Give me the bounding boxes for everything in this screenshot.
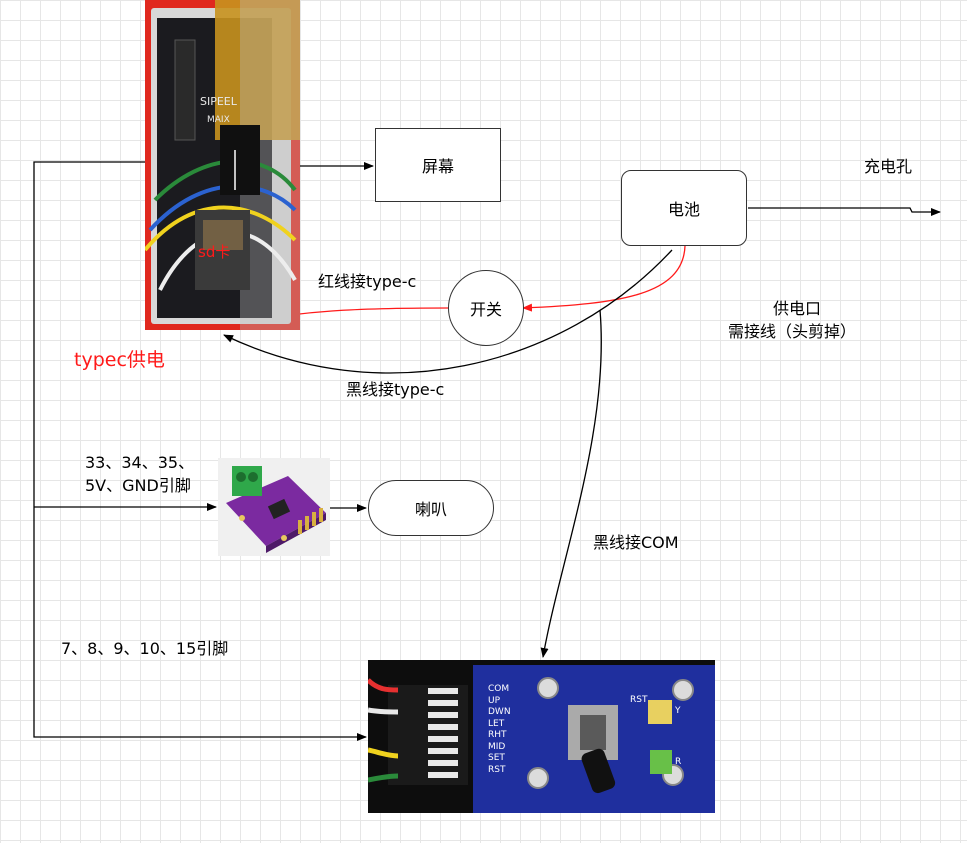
board-brand-text: SIPEEL bbox=[200, 95, 238, 108]
wire-battery-to-switch-red bbox=[522, 245, 686, 312]
speaker-node: 喇叭 bbox=[368, 480, 494, 536]
wire-battery-to-board-black bbox=[223, 249, 673, 374]
battery-node: 电池 bbox=[621, 170, 747, 246]
joystick-pin-label: MID bbox=[488, 741, 506, 752]
joystick-pin-label: UP bbox=[488, 695, 501, 706]
joystick-pin-label: RST bbox=[488, 764, 506, 775]
sd-card-label: sd卡 bbox=[198, 243, 231, 261]
typec-power-label: typec供电 bbox=[74, 349, 165, 371]
charge-port-label: 充电孔 bbox=[864, 157, 913, 176]
red-wire-label: 红线接type-c bbox=[318, 272, 417, 291]
maix-board-photo: SIPEEL MAIX sd卡 bbox=[145, 0, 300, 330]
black-wire-com-label: 黑线接COM bbox=[593, 533, 679, 552]
joystick-pin-label: RHT bbox=[488, 730, 507, 740]
switch-node: 开关 bbox=[448, 270, 524, 346]
wire-battery-to-joystick-com bbox=[540, 309, 602, 658]
black-wire-typec-label: 黑线接type-c bbox=[346, 380, 445, 399]
joystick-led1-label: Y bbox=[675, 706, 681, 716]
power-port-label: 供电口 bbox=[773, 299, 822, 318]
joystick-led2-label: R bbox=[675, 757, 682, 767]
power-port-note-label: 需接线（头剪掉） bbox=[728, 322, 857, 341]
wire-left-bus bbox=[33, 161, 367, 741]
joystick-rst-label: RST bbox=[630, 695, 648, 705]
joystick-pin-label: DWN bbox=[488, 707, 511, 717]
amp-pins-label: 33、34、35、 bbox=[85, 453, 195, 472]
joystick-pin-label: LET bbox=[488, 718, 505, 729]
amp-pins-label-2: 5V、GND引脚 bbox=[85, 476, 191, 495]
joystick-pins-label: 7、8、9、10、15引脚 bbox=[61, 639, 229, 658]
amplifier-module-photo bbox=[218, 458, 330, 556]
wire-battery-to-charge-port bbox=[748, 207, 941, 216]
board-model-text: MAIX bbox=[207, 115, 230, 125]
joystick-pin-label: COM bbox=[488, 684, 510, 694]
screen-node: 屏幕 bbox=[375, 128, 501, 202]
joystick-pin-label: SET bbox=[488, 753, 505, 763]
